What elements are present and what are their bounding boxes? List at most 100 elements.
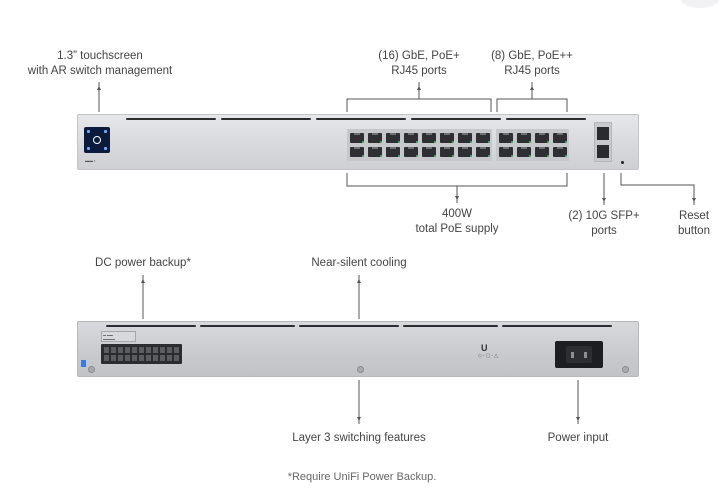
rj45-port[interactable] (368, 133, 382, 143)
rj45-port[interactable] (499, 133, 513, 143)
blue-tab (81, 360, 86, 367)
vent (221, 118, 311, 120)
rj45-port[interactable] (499, 147, 513, 157)
screen-icon (104, 147, 107, 150)
label-sfp-ports: (2) 10G SFP+ ports (551, 209, 657, 239)
rj45-port[interactable] (350, 147, 364, 157)
port-led (529, 141, 531, 143)
rj45-port[interactable] (458, 133, 472, 143)
label-poe-plus-line2: RJ45 ports (391, 65, 447, 77)
serial-sticker: ▬ ▬▬▬▬▬▬ (101, 331, 136, 342)
label-sfp-line2: ports (591, 225, 617, 237)
rj45-port[interactable] (440, 147, 454, 157)
rj45-port[interactable] (386, 133, 400, 143)
rj45-port[interactable] (458, 147, 472, 157)
dc-connector-pin (146, 355, 151, 361)
label-poe-supply-line1: 400W (441, 208, 473, 220)
port-led (470, 155, 472, 157)
port-led (380, 155, 382, 157)
dc-connector-pin (118, 355, 123, 361)
port-led (565, 155, 567, 157)
port-led (362, 155, 364, 157)
switch-front-panel: ▬▬ ▪ (77, 114, 639, 170)
power-socket-inner (566, 346, 592, 363)
port-led (529, 155, 531, 157)
port-led (434, 141, 436, 143)
sfp-port[interactable] (597, 145, 609, 158)
dc-connector-pin (118, 347, 123, 353)
label-poe-plus-plus-line1: (8) GbE, PoE++ (491, 50, 573, 62)
rj45-port[interactable] (386, 147, 400, 157)
rj45-port[interactable] (422, 133, 436, 143)
footnote: *Require UniFi Power Backup. (287, 471, 437, 483)
rj45-port[interactable] (476, 147, 490, 157)
label-poe-supply-line2: total PoE supply (415, 223, 499, 235)
vent (506, 118, 586, 120)
label-cooling-text: Near-silent cooling (311, 257, 407, 269)
port-led (398, 141, 400, 143)
label-touchscreen-line1: 1.3” touchscreen (57, 50, 143, 62)
port-led (511, 155, 513, 157)
rj45-port[interactable] (404, 147, 418, 157)
rj45-port[interactable] (368, 147, 382, 157)
label-power-input: Power input (519, 431, 637, 446)
dc-power-connector[interactable] (101, 344, 182, 364)
label-reset-line1: Reset (678, 210, 710, 222)
dc-connector-pin (139, 355, 144, 361)
rj45-port[interactable] (476, 133, 490, 143)
label-poe-plus-ports: (16) GbE, PoE+ RJ45 ports (359, 49, 479, 79)
ac-power-socket[interactable] (555, 341, 603, 368)
dc-connector-pin (160, 355, 165, 361)
label-cooling: Near-silent cooling (279, 256, 439, 271)
ubiquiti-logo-icon: U (481, 343, 488, 353)
label-reset-line2: button (678, 225, 710, 237)
ground-screw (88, 366, 95, 373)
port-led (565, 141, 567, 143)
label-touchscreen: 1.3” touchscreen with AR switch manageme… (10, 49, 190, 79)
port-led (511, 141, 513, 143)
dc-connector-pin (167, 355, 172, 361)
port-led (488, 141, 490, 143)
port-led (416, 155, 418, 157)
vent (411, 118, 501, 120)
dc-connector-pin (139, 347, 144, 353)
rj45-port[interactable] (535, 133, 549, 143)
label-dc-power-backup: DC power backup* (63, 256, 223, 271)
rj45-port[interactable] (553, 147, 567, 157)
reset-button[interactable] (621, 161, 624, 164)
ground-screw (357, 366, 364, 373)
dc-connector-pin (111, 347, 116, 353)
dc-connector-pin (174, 347, 179, 353)
port-led (362, 141, 364, 143)
label-sfp-line1: (2) 10G SFP+ (568, 210, 640, 222)
vent (502, 325, 612, 327)
port-led (452, 155, 454, 157)
sfp-port[interactable] (597, 127, 609, 140)
dc-connector-pin (132, 347, 137, 353)
rj45-port[interactable] (517, 133, 531, 143)
dc-connector-pin (125, 355, 130, 361)
port-led (452, 141, 454, 143)
dc-connector-pin (125, 347, 130, 353)
screen-icon (87, 130, 90, 133)
label-dc-power-text: DC power backup* (95, 257, 191, 269)
sfp-cage (594, 122, 612, 162)
label-poe-plus-line1: (16) GbE, PoE+ (378, 50, 460, 62)
screen-ring-icon (93, 136, 101, 144)
rj45-port[interactable] (517, 147, 531, 157)
port-led (380, 141, 382, 143)
rj45-port[interactable] (404, 133, 418, 143)
port-led (434, 155, 436, 157)
rj45-port[interactable] (553, 133, 567, 143)
rj45-port[interactable] (422, 147, 436, 157)
vent (316, 118, 406, 120)
touchscreen-display[interactable] (84, 127, 110, 153)
vent (200, 325, 295, 327)
rj45-port[interactable] (535, 147, 549, 157)
label-poe-supply: 400W total PoE supply (397, 207, 517, 237)
rj45-port[interactable] (350, 133, 364, 143)
rj45-port[interactable] (440, 133, 454, 143)
label-poe-plus-plus-ports: (8) GbE, PoE++ RJ45 ports (477, 49, 587, 79)
corner-decoration (680, 0, 720, 8)
port-led (398, 155, 400, 157)
